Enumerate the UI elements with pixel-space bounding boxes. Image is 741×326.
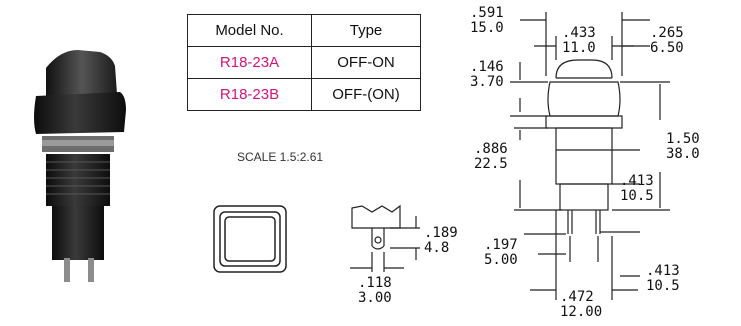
dim-in: .591 [470,5,504,21]
dim-in: .472 [560,289,594,305]
dim-in: .197 [484,237,518,253]
type-cell: OFF-ON [311,46,421,79]
dim-mm: 10.5 [620,188,654,204]
dim-mm: 22.5 [474,156,508,172]
table-row: R18-23B OFF-(ON) [187,78,421,111]
dim-in: .189 [424,225,458,241]
dim-mm: 10.5 [646,278,680,294]
dim-mm: 6.50 [650,40,684,56]
dim-mm: 5.00 [484,252,518,268]
dim-mm: 38.0 [666,146,700,162]
model-cell: R18-23A [187,46,312,79]
dim-in: .146 [470,59,504,75]
dim-in: .886 [474,141,508,157]
dim-in: .118 [358,275,392,291]
table-row: R18-23A OFF-ON [187,46,421,79]
lug-drawing [350,204,420,272]
dim-in: .413 [620,173,654,189]
top-view-drawing [213,205,287,273]
dim-in: .413 [646,263,680,279]
header-model: Model No. [187,14,312,47]
dim-in: .433 [562,25,596,41]
dim-mm: 4.8 [424,240,450,256]
dim-mm: 15.0 [470,20,504,36]
scale-note: SCALE 1.5:2.61 [237,150,324,164]
dimension-drawing [510,12,670,300]
dim-mm: 3.70 [470,74,504,90]
dim-mm: 3.00 [358,290,392,306]
dim-in: .265 [650,25,684,41]
header-type: Type [311,14,421,47]
dim-mm: 11.0 [562,40,596,56]
dim-mm: 12.00 [560,304,603,320]
model-cell: R18-23B [187,78,312,111]
type-cell: OFF-(ON) [311,78,421,111]
model-table: Model No. Type R18-23A OFF-ON R18-23B OF… [187,14,421,111]
dim-in: 1.50 [666,131,700,147]
